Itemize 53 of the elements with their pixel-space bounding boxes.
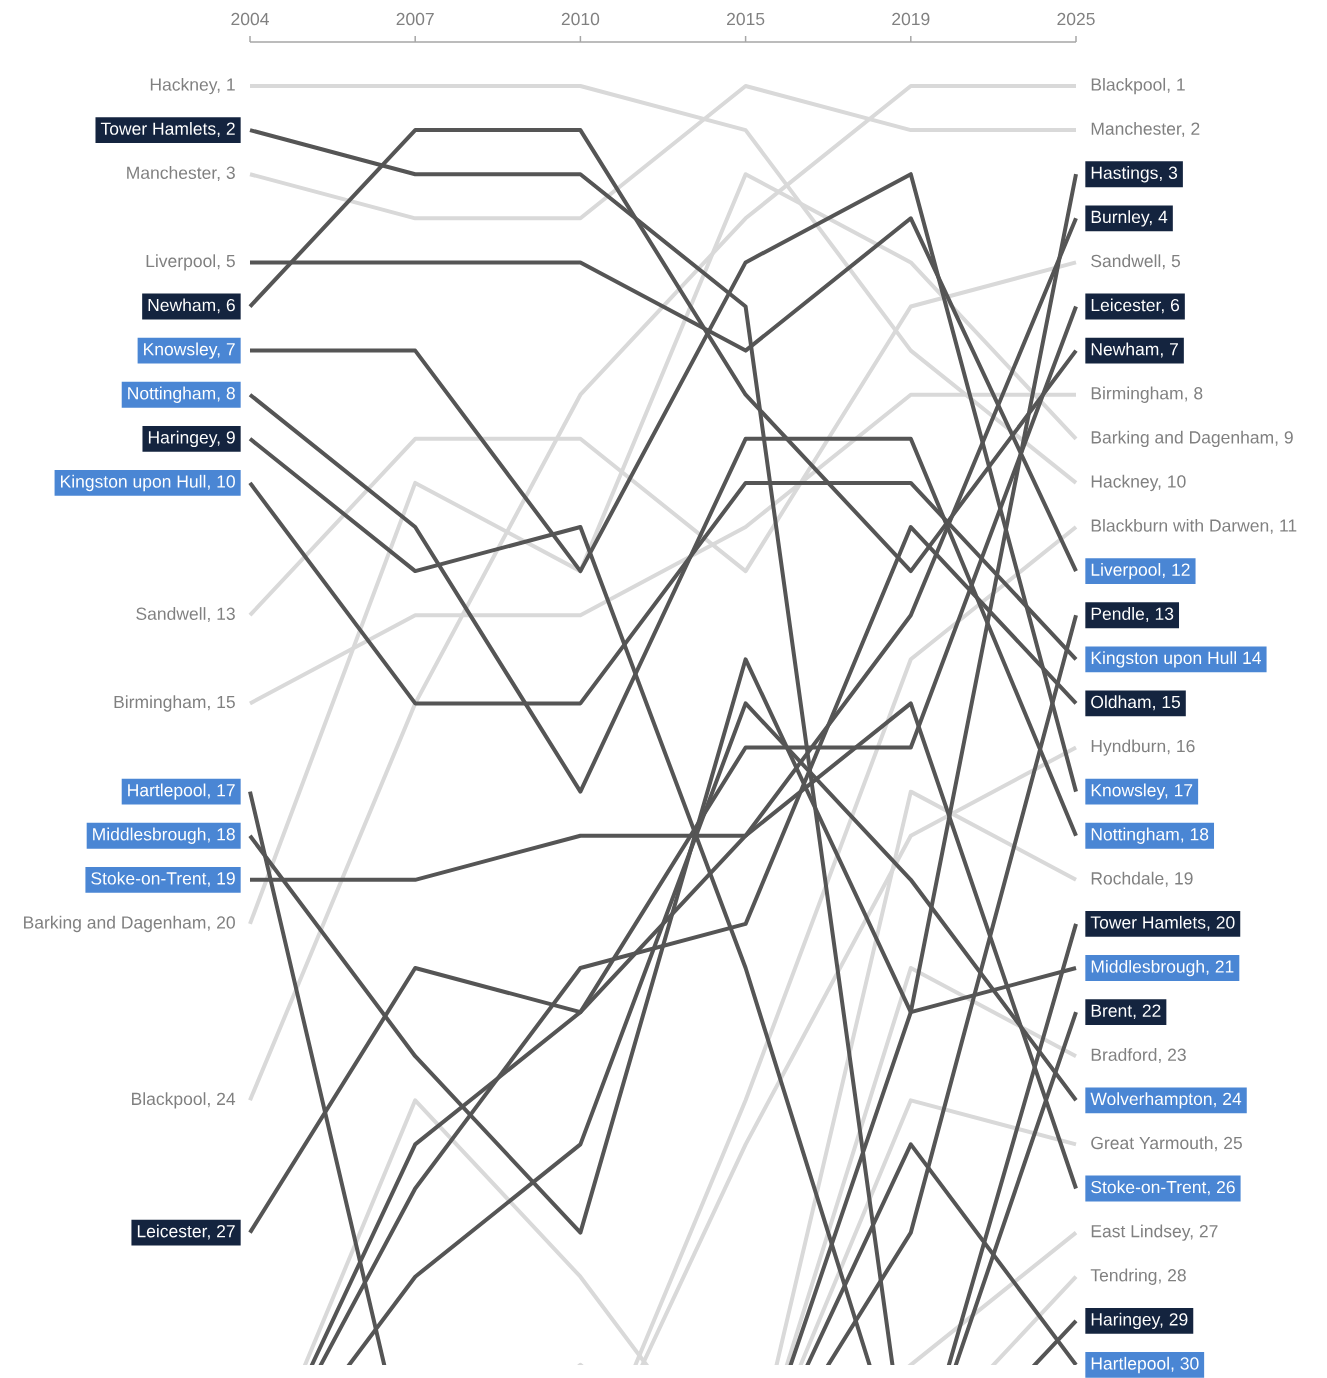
- highlighted-label: Leicester, 6: [1085, 293, 1185, 320]
- year-label: 2015: [727, 12, 765, 26]
- year-label: 2010: [561, 12, 600, 26]
- highlighted-label: Tower Hamlets, 2: [95, 117, 241, 143]
- highlighted-label: Burnley, 4: [1085, 205, 1173, 232]
- highlighted-label: Liverpool, 12: [1085, 558, 1196, 585]
- highlighted-label: Hastings, 3: [1085, 161, 1183, 188]
- highlighted-label: Hartlepool, 17: [121, 778, 241, 805]
- series-label: Barking and Dagenham, 9: [1091, 430, 1293, 448]
- series-label: Blackpool, 24: [132, 1092, 236, 1109]
- highlighted-label: Nottingham, 8: [121, 381, 241, 408]
- series-label: Hackney, 1: [150, 77, 235, 95]
- highlighted-label: Brent, 22: [1085, 999, 1167, 1026]
- highlighted-label: Middlesbrough, 18: [86, 822, 241, 849]
- series-label: Sandwell, 5: [1091, 254, 1181, 270]
- series-label: Tendring, 28: [1090, 1268, 1186, 1285]
- highlighted-label: Stoke-on-Trent, 26: [1085, 1175, 1241, 1202]
- series-label: Manchester, 2: [1091, 122, 1200, 137]
- highlighted-label: Tower Hamlets, 20: [1085, 911, 1241, 937]
- highlighted-label: Haringey, 29: [1085, 1307, 1194, 1334]
- year-label: 2025: [1057, 12, 1095, 26]
- series-label: Manchester, 3: [127, 166, 235, 182]
- series-label: Blackpool, 1: [1091, 77, 1185, 95]
- series-label: Barking and Dagenham, 20: [24, 915, 235, 933]
- highlighted-label: Kingston upon Hull 14: [1085, 646, 1267, 673]
- year-label: 2007: [396, 12, 434, 26]
- highlighted-label: Leicester, 27: [131, 1219, 241, 1246]
- series-label: Blackburn with Darwen, 11: [1091, 518, 1297, 534]
- highlighted-label: Oldham, 15: [1085, 690, 1186, 717]
- series-label: Liverpool, 5: [146, 254, 235, 271]
- series-label: Great Yarmouth, 25: [1091, 1136, 1242, 1152]
- series-label: Birmingham, 15: [114, 695, 235, 712]
- highlighted-label: Wolverhampton, 24: [1085, 1087, 1247, 1114]
- highlighted-label: Pendle, 13: [1085, 602, 1179, 629]
- highlighted-label: Haringey, 9: [142, 425, 241, 452]
- series-label: Hyndburn, 16: [1091, 739, 1195, 756]
- series-label: Hackney, 10: [1091, 474, 1186, 492]
- highlighted-label: Nottingham, 18: [1085, 822, 1214, 849]
- year-label: 2019: [892, 12, 930, 26]
- highlighted-label: Hartlepool, 30: [1085, 1352, 1205, 1378]
- highlighted-label: Newham, 7: [1085, 337, 1184, 364]
- year-label: 2004: [231, 12, 269, 26]
- series-label: Rochdale, 19: [1091, 871, 1193, 887]
- highlighted-label: Stoke-on-Trent, 19: [85, 866, 241, 893]
- series-label: East Lindsey, 27: [1091, 1224, 1218, 1241]
- highlighted-label: Kingston upon Hull, 10: [54, 470, 241, 496]
- series-label: Sandwell, 13: [136, 607, 235, 623]
- highlighted-label: Newham, 6: [142, 293, 241, 320]
- series-label: Birmingham, 8: [1091, 386, 1203, 403]
- highlighted-label: Knowsley, 17: [1085, 778, 1199, 805]
- highlighted-label: Middlesbrough, 21: [1085, 955, 1240, 981]
- series-label: Bradford, 23: [1091, 1048, 1186, 1064]
- highlighted-label: Knowsley, 7: [137, 337, 241, 364]
